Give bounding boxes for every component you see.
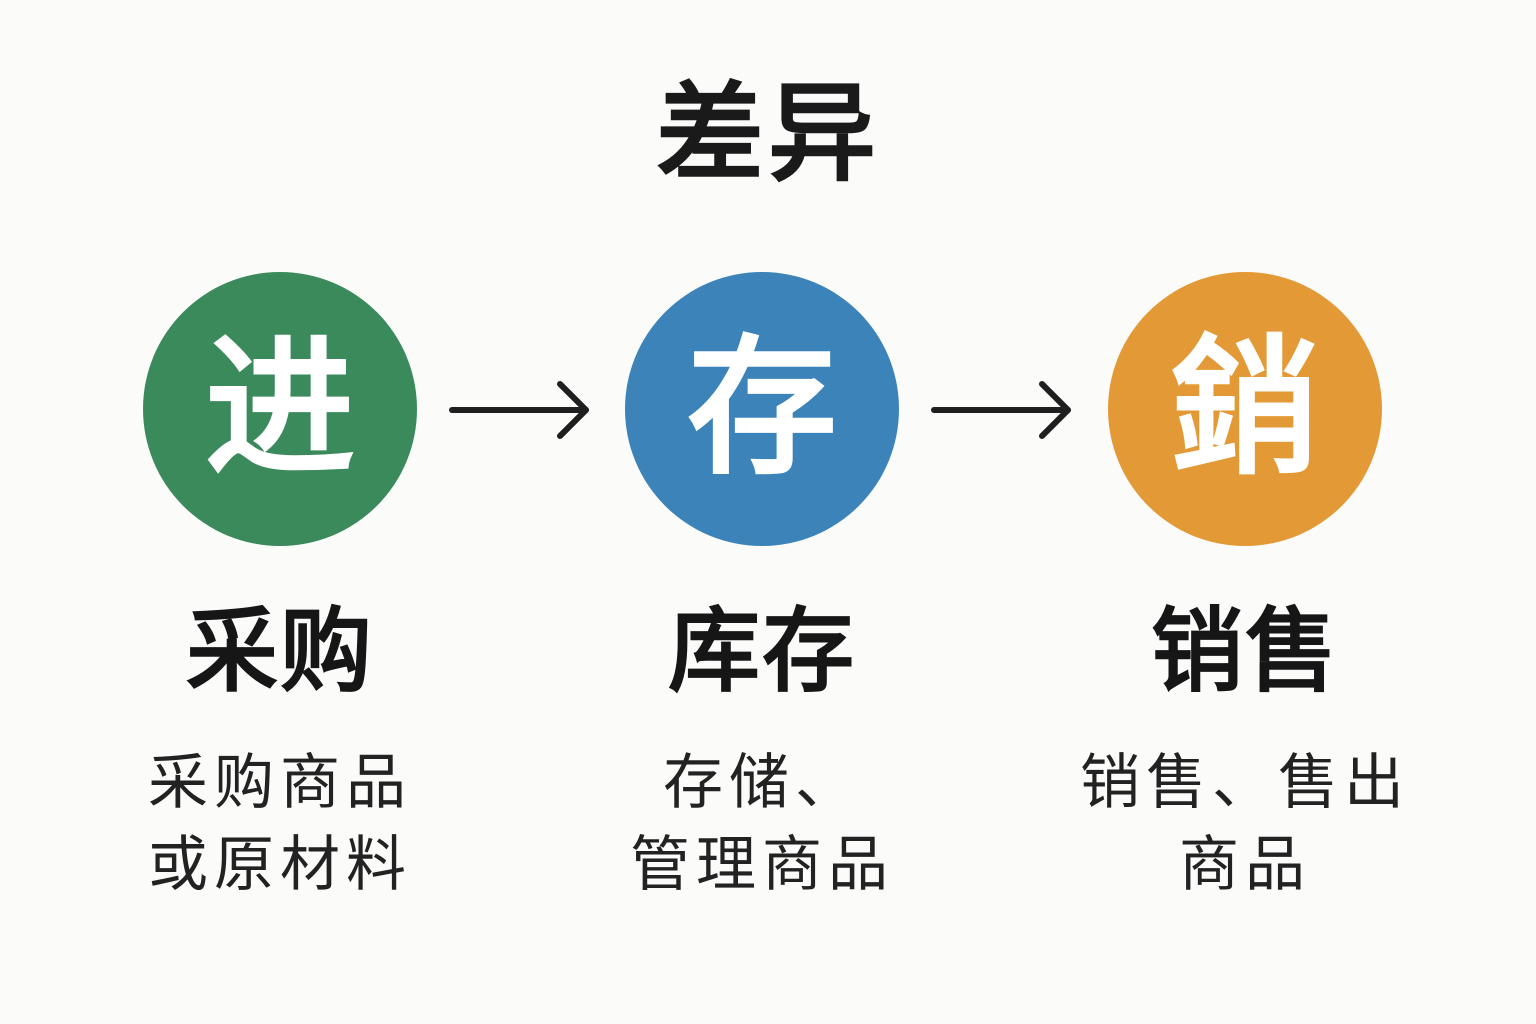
stage-desc-line: 或原材料 — [148, 830, 412, 900]
stage-purchase: 进 采购 采购商品 或原材料 — [70, 272, 490, 912]
stage-name-sales: 销售 — [1150, 598, 1339, 705]
stage-sales: 銷 销售 销售、售出 商品 — [1035, 272, 1455, 912]
stage-circle-inventory: 存 — [625, 272, 899, 546]
stage-desc-line: 存储、 — [663, 748, 861, 818]
stage-name-purchase: 采购 — [185, 598, 374, 705]
stage-desc-sales: 销售、售出 商品 — [1035, 742, 1455, 906]
diagram-title: 差异 — [655, 72, 880, 197]
stage-desc-line: 销售、售出 — [1080, 748, 1410, 818]
stage-name-inventory: 库存 — [667, 598, 856, 705]
stage-inventory: 存 库存 存储、 管理商品 — [552, 272, 972, 912]
arrow-right-icon — [449, 381, 589, 439]
stage-circle-purchase: 进 — [143, 272, 417, 546]
stage-desc-line: 商品 — [1179, 830, 1311, 900]
stage-circle-sales: 銷 — [1108, 272, 1382, 546]
stage-desc-purchase: 采购商品 或原材料 — [70, 742, 490, 906]
stage-desc-line: 采购商品 — [148, 748, 412, 818]
stage-desc-line: 管理商品 — [630, 830, 894, 900]
stage-desc-inventory: 存储、 管理商品 — [552, 742, 972, 906]
arrow-right-icon — [931, 381, 1071, 439]
